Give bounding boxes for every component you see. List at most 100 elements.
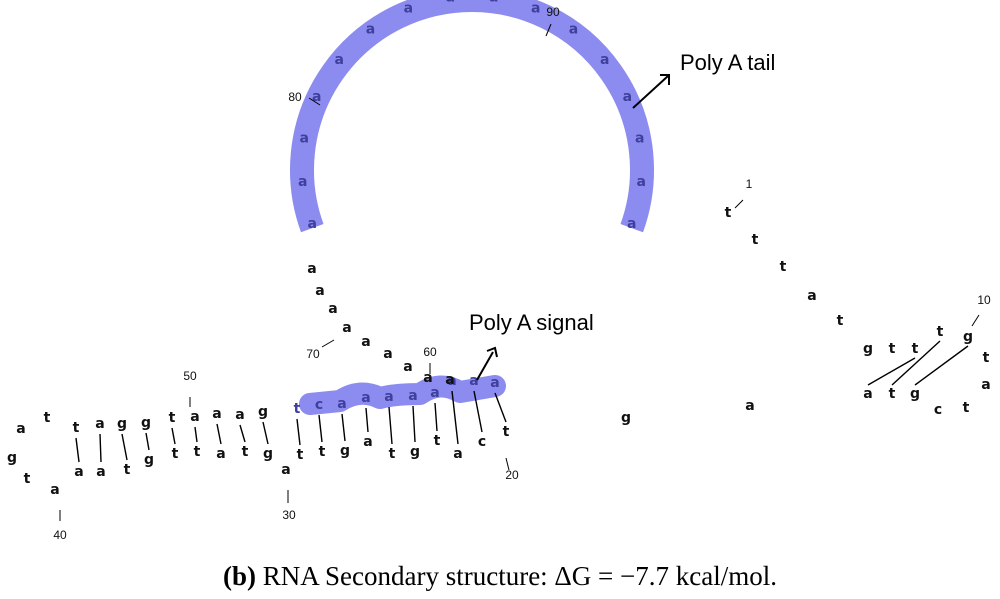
nucleotide: a [384,389,393,405]
nucleotide: a [627,216,636,232]
nucleotide: a [745,398,754,414]
highlight-layer [290,0,654,415]
nucleotide: t [889,341,896,357]
base-pair-line [891,340,941,386]
nucleotide: a [404,0,413,16]
nucleotide: c [478,434,486,450]
nucleotide: t [503,424,510,440]
nucleotide: a [235,407,244,423]
position-tick [545,23,552,37]
nucleotide: a [216,446,225,462]
nucleotide: t [912,341,919,357]
poly-a-tail-label: Poly A tail [680,50,775,75]
position-label: 20 [505,468,519,482]
nucleotide: a [446,0,455,5]
nucleotide: g [340,443,350,459]
nucleotide: a [363,434,372,450]
nucleotide: a [361,390,370,406]
nucleotide: t [297,447,304,463]
base-pair-line [388,406,393,445]
nucleotide: t [889,386,896,402]
base-pair-line [867,357,916,386]
poly-a-tail-arrow [632,75,669,109]
nucleotide: t [963,400,970,416]
nucleotide: t [389,446,396,462]
poly-a-signal-label: Poly A signal [469,310,594,335]
nucleotide: t [44,410,51,426]
caption-panel: (b) [223,561,256,591]
base-pair-line [318,414,323,443]
nucleotide: a [490,375,499,391]
base-pair-line [171,427,176,445]
nucleotide: a [569,22,578,38]
nucleotide: t [983,350,990,366]
position-label: 60 [423,345,437,359]
nucleotide: a [307,261,316,277]
nucleotide: g [144,452,154,468]
base-pair-line [194,426,198,443]
base-pair-line [494,392,507,423]
position-tick [971,314,980,327]
base-pair-line [75,437,80,463]
nucleotide: a [447,373,456,389]
nucleotide: g [7,450,17,466]
nucleotide: a [298,174,307,190]
poly-a-signal-arrow [476,351,494,381]
poly-a-tail-highlight [290,0,654,233]
nucleotide: t [319,444,326,460]
position-label: 40 [53,528,67,542]
caption-text: RNA Secondary structure: ΔG = −7.7 kcal/… [263,561,777,591]
nucleotide: a [337,396,346,412]
nucleotide: a [16,421,25,437]
nucleotide: t [725,205,732,221]
nucleotide: c [315,397,323,413]
nucleotide: a [361,334,370,350]
base-pair-line [99,433,102,463]
base-pair-line [239,424,246,443]
nucleotide: t [24,471,31,487]
nucleotide: t [169,410,176,426]
base-pair-line [296,418,301,446]
nucleotide: g [410,444,420,460]
nucleotide: a [315,283,324,299]
position-label: 10 [977,293,991,307]
nucleotide: a [96,464,105,480]
nucleotide: g [963,329,973,345]
nucleotide: a [95,416,104,432]
nucleotide: t [294,401,301,417]
nucleotide: a [403,359,412,375]
nucleotide: a [408,388,417,404]
position-label: 1 [746,177,753,191]
nucleotide: t [780,259,787,275]
poly-a-tail-annotation: Poly A tail [632,50,775,109]
nucleotide: a [863,386,872,402]
nucleotide: a [635,130,644,146]
nucleotide: a [489,0,498,5]
figure-caption: (b) RNA Secondary structure: ΔG = −7.7 k… [223,561,777,591]
base-pair-line [216,423,222,445]
nucleotide: t [937,324,944,340]
base-pair-line [365,407,369,433]
nucleotide: a [531,0,540,16]
position-label: 80 [288,90,302,104]
nucleotide: a [469,373,478,389]
nucleotide: a [50,482,59,498]
nucleotide: t [434,433,441,449]
nucleotide: a [342,320,351,336]
base-pair-line [473,390,483,433]
nucleotide: a [807,288,816,304]
position-label: 30 [282,508,296,522]
nucleotide: a [335,52,344,68]
base-pair-line [341,413,346,442]
position-tick [505,457,510,471]
nucleotide: a [981,377,990,393]
base-pair-line [914,345,969,386]
poly-a-signal-label-bg [466,304,626,334]
nucleotide: t [73,420,80,436]
nucleotide: a [637,174,646,190]
poly-a-signal-arrowhead [486,346,498,358]
nucleotide: a [328,301,337,317]
nucleotide: a [623,89,632,105]
